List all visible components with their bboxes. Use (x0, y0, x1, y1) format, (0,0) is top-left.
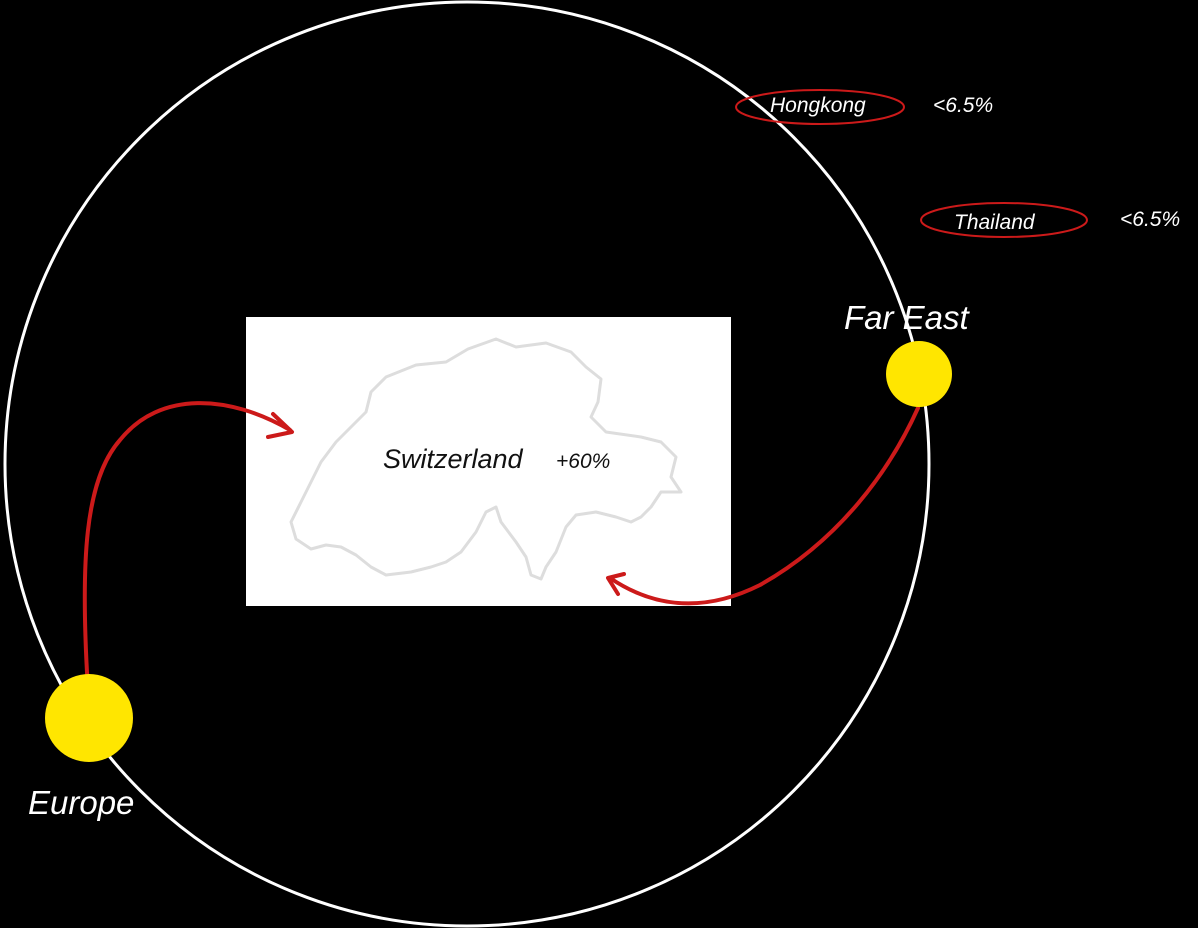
center-rate-label: +60% (556, 450, 611, 473)
thailand-highlight (920, 202, 1088, 238)
arrowhead-fareast-to-switzerland (606, 572, 626, 596)
center-country-label: Switzerland (383, 444, 523, 474)
arrowhead-europe-to-switzerland (266, 412, 294, 439)
thailand-label: Thailand (954, 211, 1035, 234)
far-east-label: Far East (844, 299, 969, 336)
hongkong-highlight (735, 89, 905, 125)
thailand-rate-label: <6.5% (1120, 208, 1181, 231)
europe-node (45, 674, 133, 762)
arrow-fareast-to-switzerland (608, 406, 920, 606)
hongkong-rate-label: <6.5% (933, 94, 994, 117)
arrow-europe-to-switzerland (82, 401, 292, 692)
far-east-node (886, 341, 952, 407)
europe-label: Europe (28, 784, 135, 821)
switzerland-map-outline (289, 337, 683, 581)
switzerland-panel (246, 317, 731, 606)
orbit-circle (3, 0, 931, 928)
hongkong-label: Hongkong (770, 94, 866, 117)
